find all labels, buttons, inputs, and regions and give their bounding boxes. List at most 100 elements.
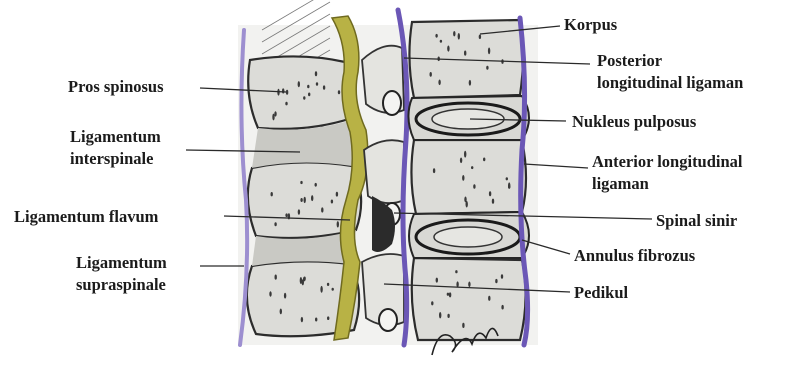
bone-speckle	[469, 80, 471, 86]
bone-speckle	[462, 175, 464, 181]
label-anterior-longitudinal: Anterior longitudinal ligaman	[592, 152, 747, 193]
bone-speckle	[298, 81, 300, 87]
bone-speckle	[447, 293, 449, 296]
label-ligamentum-supraspinale-line2: supraspinale	[76, 275, 166, 294]
foramen-oval-upper	[383, 91, 401, 115]
bone-speckle	[271, 192, 273, 196]
label-ligamentum-supraspinale: Ligamentum supraspinale	[76, 253, 171, 294]
bone-speckle	[282, 88, 284, 93]
bone-speckle	[332, 288, 334, 291]
bone-speckle	[492, 199, 494, 204]
label-anterior-longitudinal-line2: ligaman	[592, 174, 649, 193]
label-annulus-fibrozus: Annulus fibrozus	[574, 246, 696, 265]
bone-speckle	[303, 277, 305, 281]
bone-speckle	[315, 318, 317, 322]
bone-speckle	[436, 278, 438, 283]
bone-speckle	[433, 168, 435, 173]
bone-speckle	[488, 296, 490, 301]
bone-speckle	[321, 207, 323, 212]
bone-speckle	[431, 301, 433, 305]
foramen-oval-lower	[379, 309, 397, 331]
labels-right: Korpus Posterior longitudinal ligaman Nu…	[564, 15, 747, 302]
label-ligamentum-interspinale: Ligamentum interspinale	[70, 127, 165, 168]
bone-speckle	[440, 40, 442, 43]
label-pedikul: Pedikul	[574, 283, 629, 302]
bone-speckle	[269, 291, 271, 296]
bone-speckle	[464, 197, 466, 203]
bone-speckle	[464, 151, 466, 158]
bone-speckle	[336, 192, 338, 197]
bone-speckle	[468, 282, 470, 288]
bone-speckle	[323, 85, 325, 89]
bone-speckle	[447, 314, 449, 318]
bone-speckle	[327, 316, 329, 320]
bone-speckle	[331, 200, 333, 204]
bone-speckle	[272, 114, 274, 121]
bone-speckle	[311, 195, 313, 201]
label-posterior-longitudinal: Posterior longitudinal ligaman	[597, 51, 743, 92]
label-ligamentum-interspinale-line2: interspinale	[70, 149, 153, 168]
bone-speckle	[284, 293, 286, 299]
bone-speckle	[316, 82, 318, 86]
bone-speckle	[327, 283, 329, 286]
label-posterior-longitudinal-line2: longitudinal ligaman	[597, 73, 743, 92]
bone-speckle	[304, 197, 306, 203]
bone-speckle	[508, 185, 510, 189]
labels-left: Pros spinosus Ligamentum interspinale Li…	[14, 77, 171, 294]
bone-speckle	[285, 213, 287, 217]
label-korpus: Korpus	[564, 15, 618, 34]
label-spinal-sinir: Spinal sinir	[656, 211, 737, 230]
bone-speckle	[300, 181, 302, 184]
bone-speckle	[455, 270, 457, 273]
label-posterior-longitudinal-line1: Posterior	[597, 51, 662, 70]
bone-speckle	[449, 292, 451, 297]
bone-speckle	[486, 66, 488, 70]
bone-speckle	[506, 177, 508, 180]
label-ligamentum-flavum: Ligamentum flavum	[14, 207, 159, 226]
bone-speckle	[447, 46, 449, 52]
pedicle-region	[362, 46, 404, 331]
bone-speckle	[315, 183, 317, 187]
label-nukleus-pulposus: Nukleus pulposus	[572, 112, 697, 131]
bone-speckle	[307, 85, 309, 89]
bone-speckle	[439, 312, 441, 318]
bone-speckle	[275, 275, 277, 280]
nucleus-pulposus-lower	[434, 227, 502, 247]
bone-speckle	[430, 72, 432, 77]
bone-speckle	[501, 305, 503, 310]
bone-speckle	[338, 90, 340, 94]
vertebral-body-middle	[411, 140, 526, 214]
bone-speckle	[320, 286, 322, 293]
label-ligamentum-interspinale-line1: Ligamentum	[70, 127, 161, 146]
bone-speckle	[315, 71, 317, 76]
bone-speckle	[473, 184, 475, 189]
bone-speckle	[483, 158, 485, 162]
bone-speckle	[464, 51, 466, 56]
bone-speckle	[308, 93, 310, 97]
label-anterior-longitudinal-line1: Anterior longitudinal	[592, 152, 743, 171]
bone-speckle	[274, 111, 276, 116]
bone-speckle	[479, 35, 481, 40]
bone-speckle	[301, 317, 303, 322]
bone-speckle	[286, 90, 288, 95]
bone-speckle	[274, 222, 276, 226]
bone-speckle	[300, 198, 302, 202]
bone-speckle	[298, 209, 300, 215]
bone-speckle	[495, 279, 497, 283]
bone-speckle	[337, 221, 339, 227]
bone-speckle	[303, 96, 305, 99]
bone-speckle	[501, 274, 503, 279]
bone-speckle	[460, 158, 462, 164]
vertebral-body-lower	[412, 258, 526, 340]
label-ligamentum-supraspinale-line1: Ligamentum	[76, 253, 167, 272]
bone-speckle	[471, 166, 473, 169]
bone-speckle	[488, 48, 490, 55]
bone-speckle	[435, 34, 437, 38]
vertebral-bodies	[409, 20, 526, 340]
bone-speckle	[453, 31, 455, 36]
bone-speckle	[458, 33, 460, 40]
bone-speckle	[462, 323, 464, 328]
label-pros-spinosus: Pros spinosus	[68, 77, 164, 96]
bone-speckle	[280, 309, 282, 315]
